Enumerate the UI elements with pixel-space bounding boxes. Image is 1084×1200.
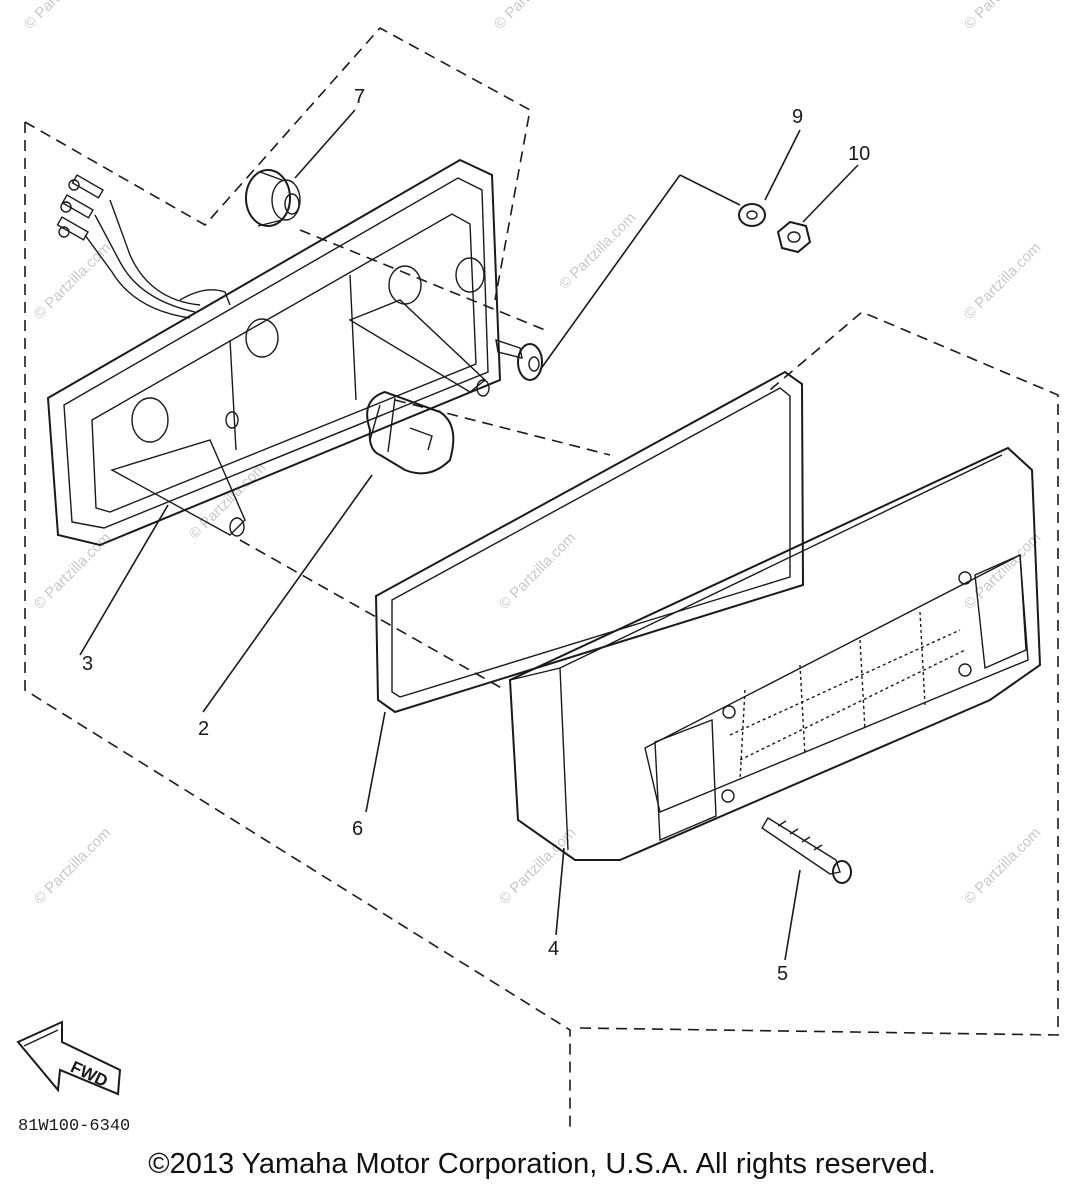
grommet (245, 169, 301, 227)
callout-labels: 7 9 10 3 2 6 4 5 (82, 86, 870, 985)
watermark: © Partzilla.com (961, 239, 1044, 322)
gasket (374, 370, 805, 714)
watermark: © Partzilla.com (31, 529, 114, 612)
watermark: © Partzilla.com (491, 0, 574, 33)
leader-lines (79, 109, 859, 961)
washer (738, 203, 766, 227)
copyright-notice: ©2013 Yamaha Motor Corporation, U.S.A. A… (148, 1148, 936, 1180)
watermark: © Partzilla.com (556, 209, 639, 292)
watermark: © Partzilla.com (21, 0, 104, 33)
bulb (366, 390, 455, 475)
watermark: © Partzilla.com (496, 529, 579, 612)
wire-harness (56, 174, 201, 319)
lens (508, 446, 1042, 861)
screw (495, 338, 543, 381)
callout-3: 3 (82, 653, 93, 675)
watermark: © Partzilla.com (961, 824, 1044, 907)
assembly-boundary (24, 26, 1059, 1128)
callout-7: 7 (354, 86, 365, 108)
watermarks: © Partzilla.com © Partzilla.com © Partzi… (21, 0, 1044, 908)
watermark: © Partzilla.com (31, 239, 114, 322)
callout-4: 4 (548, 938, 559, 960)
watermark: © Partzilla.com (186, 459, 269, 542)
watermark: © Partzilla.com (961, 529, 1044, 612)
exploded-view-drawing: © Partzilla.com © Partzilla.com © Partzi… (16, 0, 1059, 1136)
watermark: © Partzilla.com (961, 0, 1044, 33)
callout-6: 6 (352, 818, 363, 840)
callout-9: 9 (792, 106, 803, 128)
drawing-code: 81W100-6340 (18, 1117, 130, 1136)
callout-2: 2 (198, 718, 209, 740)
watermark: © Partzilla.com (31, 824, 114, 907)
nut (776, 220, 812, 254)
forward-arrow-icon: FWD (16, 1020, 122, 1096)
long-screw (761, 817, 852, 884)
callout-5: 5 (777, 963, 788, 985)
lamp-housing (46, 158, 502, 547)
callout-10: 10 (848, 143, 870, 165)
